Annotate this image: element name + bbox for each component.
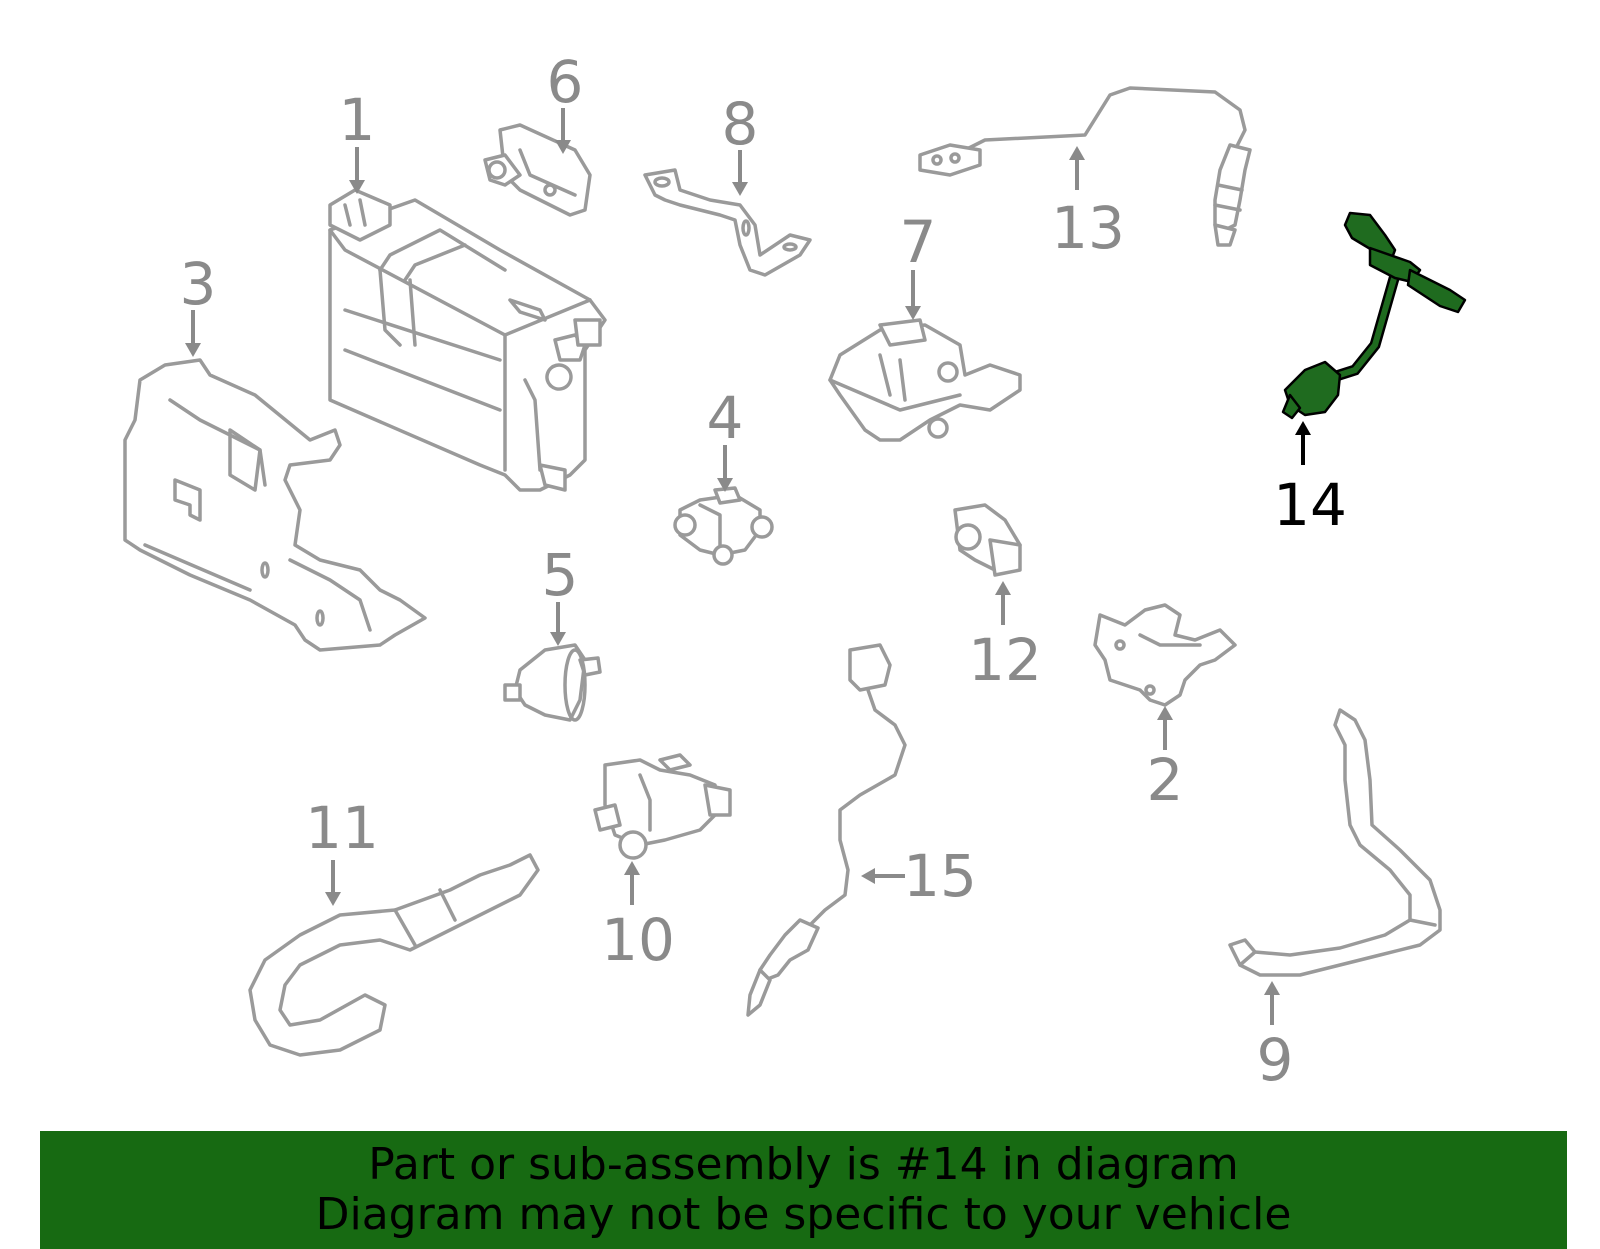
part-2-bracket[interactable] — [1093, 603, 1237, 707]
part-11-hose[interactable] — [248, 853, 540, 1057]
part-3-shield[interactable] — [123, 358, 427, 652]
part-13-sensor[interactable] — [918, 86, 1252, 247]
callout-2: 2 — [1147, 746, 1184, 814]
callout-7: 7 — [900, 208, 937, 276]
callout-4: 4 — [707, 384, 744, 452]
callout-11: 11 — [305, 794, 379, 862]
callout-15: 15 — [903, 842, 977, 910]
callout-arrows — [185, 108, 1311, 1025]
callout-10: 10 — [601, 906, 675, 974]
callout-8: 8 — [722, 90, 759, 158]
parts-diagram: 1 6 8 3 13 7 4 12 5 2 10 11 15 9 14 — [123, 48, 1467, 1094]
part-7-canister[interactable] — [828, 318, 1022, 442]
banner-line-2: Diagram may not be specific to your vehi… — [315, 1189, 1292, 1240]
info-banner: Part or sub-assembly is #14 in diagram D… — [40, 1131, 1567, 1249]
part-15-sensor[interactable] — [746, 643, 907, 1017]
part-10-valve[interactable] — [593, 753, 732, 860]
part-5-sensor[interactable] — [503, 643, 602, 722]
part-9-hose[interactable] — [1228, 708, 1442, 977]
callout-12: 12 — [968, 626, 1042, 694]
part-6-sensor[interactable] — [483, 123, 592, 217]
part-1-canister[interactable] — [328, 188, 607, 492]
callout-5: 5 — [542, 541, 579, 609]
part-14-sensor[interactable] — [1281, 211, 1467, 420]
part-8-bracket[interactable] — [643, 168, 812, 277]
callout-3: 3 — [180, 250, 217, 318]
callout-1: 1 — [339, 86, 376, 154]
callout-13: 13 — [1051, 194, 1125, 262]
part-12-sensor[interactable] — [953, 503, 1022, 577]
part-4-valve[interactable] — [673, 486, 774, 566]
callout-14: 14 — [1273, 471, 1347, 539]
callout-9: 9 — [1257, 1026, 1294, 1094]
banner-line-1: Part or sub-assembly is #14 in diagram — [368, 1139, 1239, 1190]
callout-6: 6 — [547, 48, 584, 116]
